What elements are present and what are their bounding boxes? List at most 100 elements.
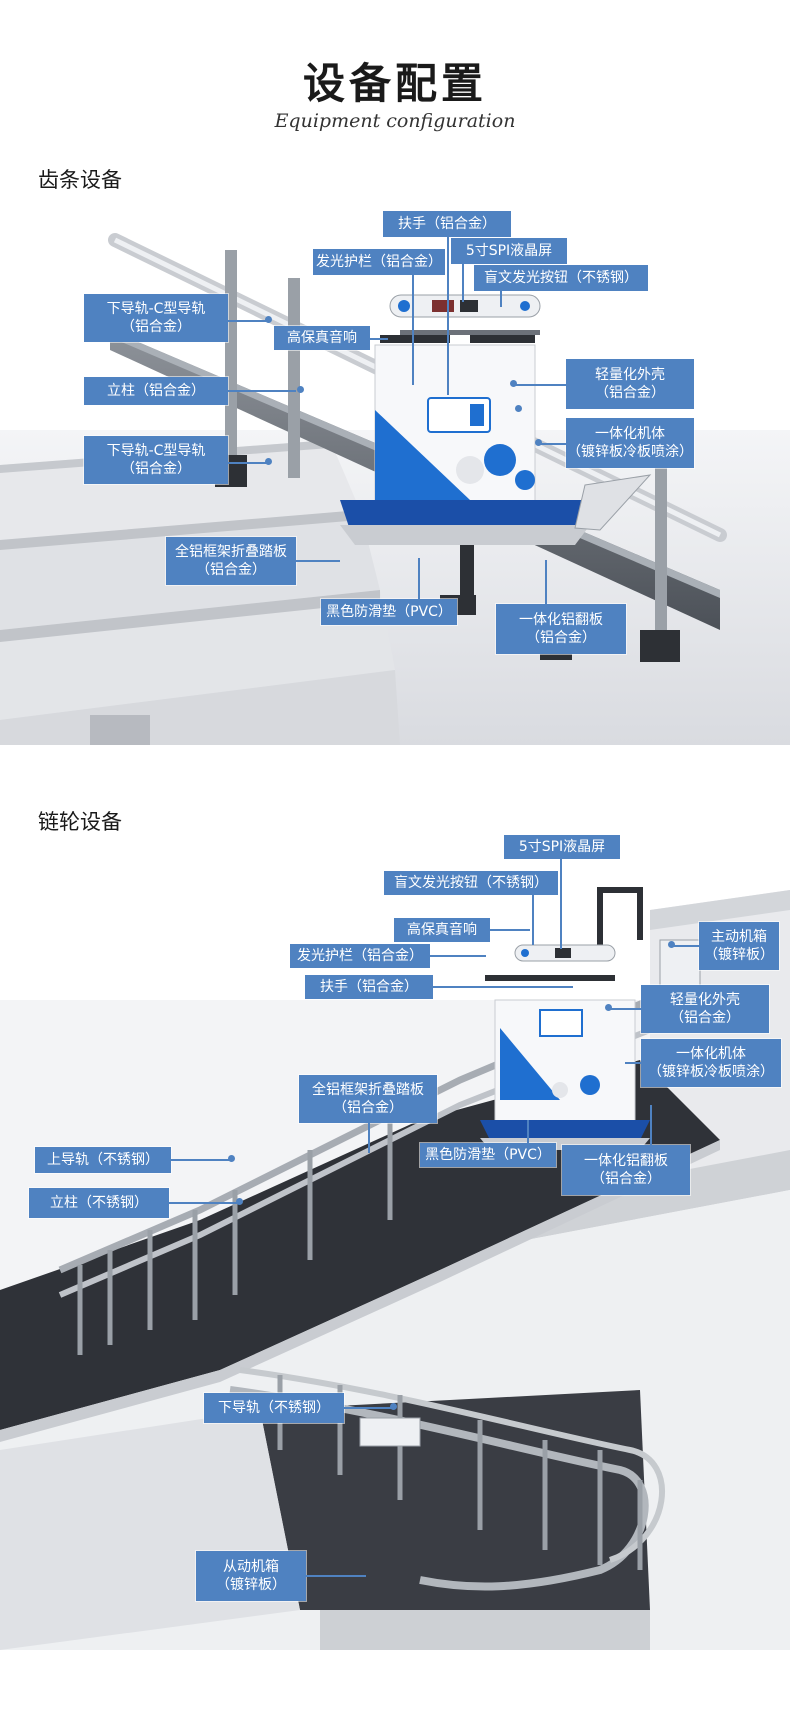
leader-line [625, 1062, 641, 1064]
chain-lift-illustration [0, 850, 790, 1650]
leader-line [545, 560, 547, 604]
label-lower-rail-bottom: 下导轨-C型导轨 （铝合金） [84, 436, 228, 484]
label-machine-body: 一体化机体（镀锌板冷板喷涂） [566, 418, 694, 468]
leader-line [500, 291, 502, 307]
label-braille-button-2-text: 盲文发光按钮（不锈钢） [394, 875, 548, 891]
leader-line [447, 237, 449, 395]
label-flap-2: 一体化铝翻板 （铝合金） [562, 1145, 690, 1195]
label-braille-button-text: 盲文发光按钮（不锈钢） [484, 270, 638, 286]
label-anti-slip-mat-2-text: 黑色防滑垫（PVC） [425, 1147, 551, 1163]
rack-lift-illustration [0, 210, 790, 745]
label-post-2-text: 立柱（不锈钢） [50, 1195, 148, 1211]
callout-dot [390, 1403, 397, 1410]
leader-line [370, 338, 388, 340]
label-light-shell: 轻量化外壳 （铝合金） [566, 359, 694, 409]
callout-dot [297, 386, 304, 393]
label-speaker-2: 高保真音响 [394, 918, 490, 942]
label-light-shell-2-line2: （铝合金） [670, 1010, 740, 1026]
label-glow-guard-text: 发光护栏（铝合金） [316, 254, 442, 270]
leader-line [344, 1407, 394, 1409]
leader-line [430, 955, 486, 957]
leader-line [228, 390, 296, 392]
label-machine-body-2: 一体化机体（镀锌板冷板喷涂） [641, 1039, 781, 1087]
label-machine-body-line2: （镀锌板冷板喷涂） [567, 444, 693, 460]
leader-line [672, 945, 699, 947]
leader-line [610, 1008, 641, 1010]
section-title-chain: 链轮设备 [38, 810, 122, 834]
leader-line [527, 1120, 529, 1143]
label-glow-guard-2-text: 发光护栏（铝合金） [297, 948, 423, 964]
label-folding-pedal-line1: 全铝框架折叠踏板 [175, 544, 287, 560]
label-handrail-2: 扶手（铝合金） [305, 975, 433, 999]
leader-line [513, 384, 566, 386]
label-flap-line2: （铝合金） [526, 630, 596, 646]
label-main-motor-box: 主动机箱 （镀锌板） [699, 922, 779, 970]
label-folding-pedal-2: 全铝框架折叠踏板 （铝合金） [299, 1075, 437, 1123]
label-light-shell-2: 轻量化外壳 （铝合金） [641, 985, 769, 1033]
leader-line [490, 929, 530, 931]
label-flap-2-line1: 一体化铝翻板 [584, 1153, 668, 1169]
label-glow-guard-2: 发光护栏（铝合金） [290, 944, 430, 968]
leader-line [418, 558, 420, 599]
callout-dot [265, 458, 272, 465]
leader-line [228, 320, 270, 322]
label-lower-rail-text: 下导轨（不锈钢） [218, 1400, 330, 1416]
leader-line [296, 560, 340, 562]
callout-dot [228, 1155, 235, 1162]
label-braille-button: 盲文发光按钮（不锈钢） [474, 265, 648, 291]
callout-dot [510, 380, 517, 387]
label-folding-pedal-2-line2: （铝合金） [333, 1100, 403, 1116]
label-folding-pedal: 全铝框架折叠踏板 （铝合金） [166, 537, 296, 585]
label-driven-motor-box: 从动机箱（镀锌板） [196, 1551, 306, 1601]
label-folding-pedal-line2: （铝合金） [196, 562, 266, 578]
label-light-shell-line1: 轻量化外壳 [595, 367, 665, 383]
label-driven-motor-box-line2: （镀锌板） [216, 1577, 286, 1593]
page-subtitle: Equipment configuration [274, 110, 516, 132]
leader-line [171, 1159, 231, 1161]
label-lcd-screen: 5寸SPI液晶屏 [451, 238, 567, 264]
leader-line [433, 986, 573, 988]
label-post: 立柱（铝合金） [84, 377, 228, 405]
label-light-shell-2-line1: 轻量化外壳 [670, 992, 740, 1008]
leader-line [306, 1575, 366, 1577]
label-flap-2-line2: （铝合金） [591, 1171, 661, 1187]
label-lower-rail-bottom-line2: （铝合金） [121, 461, 191, 477]
callout-dot [535, 439, 542, 446]
label-anti-slip-mat: 黑色防滑垫（PVC） [321, 599, 457, 625]
label-lower-rail: 下导轨（不锈钢） [204, 1393, 344, 1423]
leader-line [412, 275, 414, 385]
leader-line [169, 1202, 239, 1204]
label-lower-rail-top-line2: （铝合金） [121, 319, 191, 335]
label-lower-rail-top-line1: 下导轨-C型导轨 [106, 301, 206, 317]
section-title-rack: 齿条设备 [38, 168, 122, 192]
label-machine-body-2-line2: （镀锌板冷板喷涂） [648, 1064, 774, 1080]
callout-dot [605, 1004, 612, 1011]
label-speaker-text: 高保真音响 [287, 330, 357, 346]
callout-dot [668, 941, 675, 948]
label-braille-button-2: 盲文发光按钮（不锈钢） [384, 871, 558, 895]
callout-dot [265, 316, 272, 323]
label-main-motor-box-line1: 主动机箱 [711, 929, 767, 945]
label-light-shell-line2: （铝合金） [595, 385, 665, 401]
label-main-motor-box-line2: （镀锌板） [704, 947, 774, 963]
leader-line [228, 462, 268, 464]
label-handrail-2-text: 扶手（铝合金） [320, 979, 418, 995]
label-lower-rail-bottom-line1: 下导轨-C型导轨 [106, 443, 206, 459]
label-lower-rail-top: 下导轨-C型导轨 （铝合金） [84, 294, 228, 342]
label-lcd-screen-2: 5寸SPI液晶屏 [504, 835, 620, 859]
label-upper-rail-text: 上导轨（不锈钢） [47, 1152, 159, 1168]
label-post-text: 立柱（铝合金） [107, 383, 205, 399]
label-handrail-text: 扶手（铝合金） [398, 216, 496, 232]
callout-dot [515, 405, 522, 412]
leader-line [650, 1105, 652, 1145]
leader-line [540, 443, 566, 445]
label-glow-guard: 发光护栏（铝合金） [313, 249, 445, 275]
label-upper-rail: 上导轨（不锈钢） [35, 1147, 171, 1173]
page-title: 设备配置 [302, 59, 487, 108]
label-folding-pedal-2-line1: 全铝框架折叠踏板 [312, 1082, 424, 1098]
label-handrail: 扶手（铝合金） [383, 211, 511, 237]
callout-dot [236, 1198, 243, 1205]
label-speaker-2-text: 高保真音响 [407, 922, 477, 938]
label-speaker: 高保真音响 [274, 326, 370, 350]
label-lcd-screen-2-text: 5寸SPI液晶屏 [518, 839, 606, 855]
